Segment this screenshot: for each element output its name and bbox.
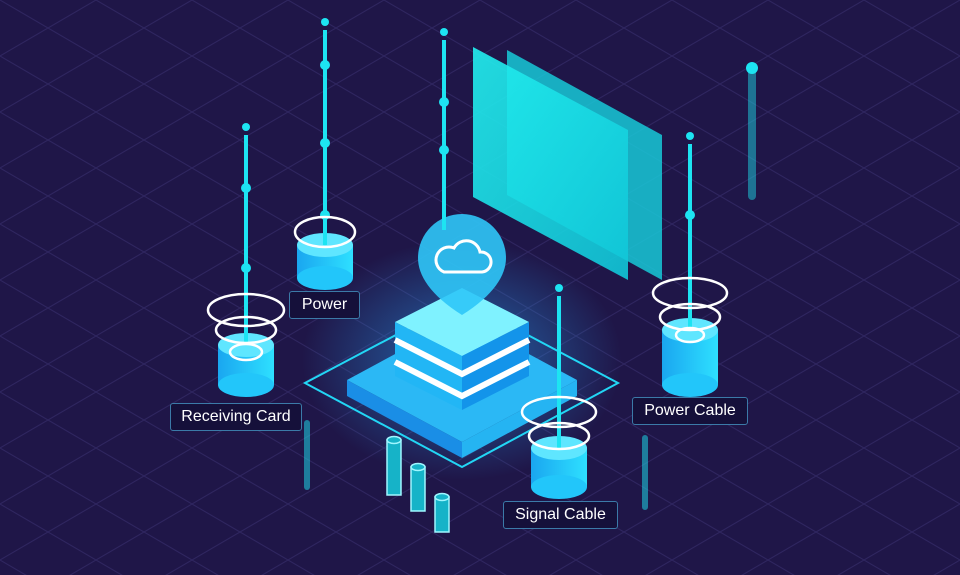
label-signal-cable: Signal Cable [503,501,618,529]
label-power: Power [289,291,360,319]
small-cylinders [386,435,450,533]
label-receiving-card: Receiving Card [170,403,302,431]
antenna-power [293,18,357,290]
antenna-cloud-uplink [439,28,449,230]
antenna-receiving-card [206,123,286,397]
label-power-cable: Power Cable [632,397,748,425]
antenna-signal-cable [520,284,598,499]
display-screens [473,47,662,280]
cloud-icon [434,239,493,274]
central-hub [302,214,622,480]
antenna-power-cable [651,132,729,397]
light-bars [304,62,758,510]
